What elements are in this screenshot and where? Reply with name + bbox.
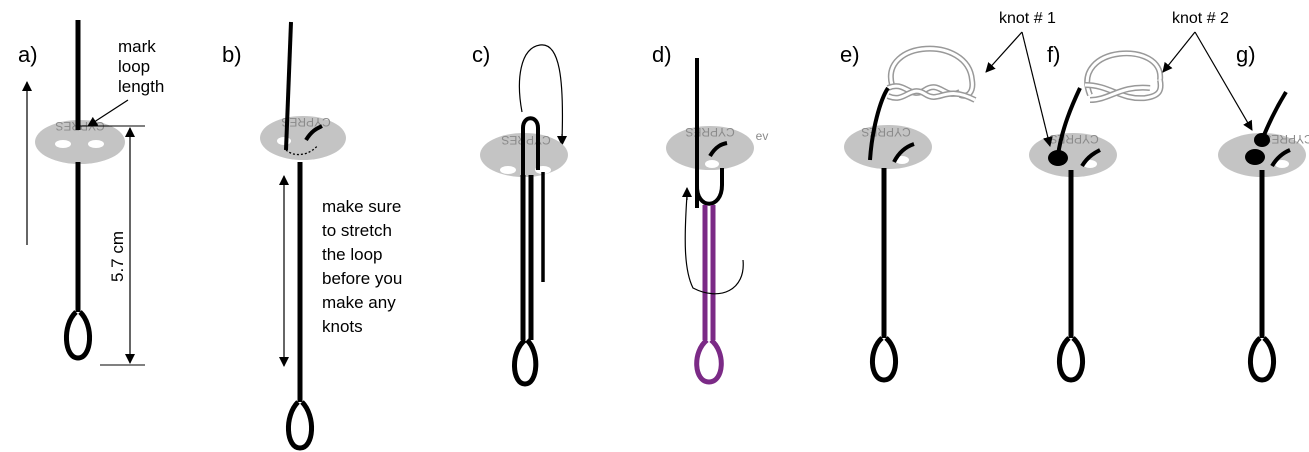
panel-c: c) CYPRES — [472, 42, 568, 387]
loop-turn — [694, 168, 724, 206]
stretch-note-line: the loop — [322, 245, 383, 264]
cord-tail — [1056, 87, 1082, 156]
eye-loop — [285, 400, 315, 451]
stretch-note-line: to stretch — [322, 221, 392, 240]
disc-label: CYPRES — [281, 115, 330, 129]
knot-2-label: knot # 2 — [1172, 10, 1229, 27]
panel-f: f) CYPRES — [1029, 42, 1164, 383]
cord-tail — [868, 86, 890, 161]
panel-g: g) CYPRES — [1218, 42, 1309, 383]
disc-label: CYPRES — [685, 125, 734, 139]
step-label-f: f) — [1047, 42, 1060, 67]
step-label-d: d) — [652, 42, 672, 67]
eye-loop — [63, 310, 93, 361]
stretch-note-line: make any — [322, 293, 396, 312]
purple-eye-loop — [694, 338, 724, 385]
step-label-c: c) — [472, 42, 490, 67]
mark-note-line: mark — [118, 37, 156, 56]
disc-hole — [55, 140, 71, 148]
disc-hole — [277, 137, 291, 145]
eye-loop — [1057, 336, 1085, 383]
loop-cord — [892, 142, 915, 163]
eye-loop — [1248, 336, 1276, 383]
disc-hole — [1275, 160, 1289, 168]
disc-label: CYPRES — [1049, 132, 1098, 146]
knot-2-arrow-inset — [1162, 31, 1196, 73]
stretch-note-line: before you — [322, 269, 402, 288]
step-label-g: g) — [1236, 42, 1256, 67]
panel-b: b) CYPRES make sure to stretch the loop … — [222, 21, 402, 451]
panel-e: e) CYPRES — [840, 42, 977, 383]
loop-cord — [1270, 148, 1291, 168]
stretch-note-line: make sure — [322, 197, 401, 216]
loop-cord — [708, 141, 728, 158]
knot-1-label: knot # 1 — [999, 10, 1056, 27]
loop-cord — [304, 124, 323, 142]
eye-loop — [870, 336, 898, 383]
disc-mark: ev — [756, 129, 769, 143]
step-label-b: b) — [222, 42, 242, 67]
knot-1-arrow-inset — [985, 31, 1023, 73]
mark-note-line: loop — [118, 57, 150, 76]
stretch-note-line: knots — [322, 317, 363, 336]
cypres-disc — [844, 125, 932, 169]
mark-pointer-arrow — [87, 99, 129, 127]
knot-1-arrow-disc — [1021, 31, 1053, 147]
dimension-label: 5.7 cm — [108, 231, 127, 282]
cypres-disc — [260, 116, 346, 160]
disc-hole — [500, 166, 516, 174]
knot-1-mark — [1048, 150, 1068, 166]
cypres-disc — [666, 126, 754, 170]
knot-2-arrow-disc — [1194, 31, 1253, 131]
disc-label: CYPRES — [1263, 132, 1309, 146]
loop-cord — [284, 21, 293, 151]
disc-hole — [705, 160, 719, 168]
eye-loop — [512, 338, 539, 387]
disc-label: CYPRES — [861, 125, 910, 139]
knot-inset-illustration — [1084, 50, 1164, 103]
panel-a: a) CYPRES mark loop length 5.7 cm — [18, 20, 164, 366]
knot-inset-illustration — [886, 45, 977, 103]
mark-note-line: length — [118, 77, 164, 96]
panel-d: d) CYPRES ev — [652, 42, 769, 385]
disc-hole — [88, 140, 104, 148]
pull-arrow — [684, 194, 744, 295]
step-label-e: e) — [840, 42, 860, 67]
hidden-cord — [285, 144, 319, 156]
step-label-a: a) — [18, 42, 38, 67]
knot-1-mark — [1245, 149, 1265, 165]
knot-callouts: knot # 1 knot # 2 — [985, 10, 1253, 147]
feed-arrow — [518, 44, 564, 141]
loop-cord — [1080, 148, 1101, 168]
loop-cord — [521, 116, 540, 175]
knot-2-mark — [1254, 133, 1270, 147]
disc-label: CYPRES — [501, 133, 550, 147]
cypres-disc — [35, 120, 125, 164]
